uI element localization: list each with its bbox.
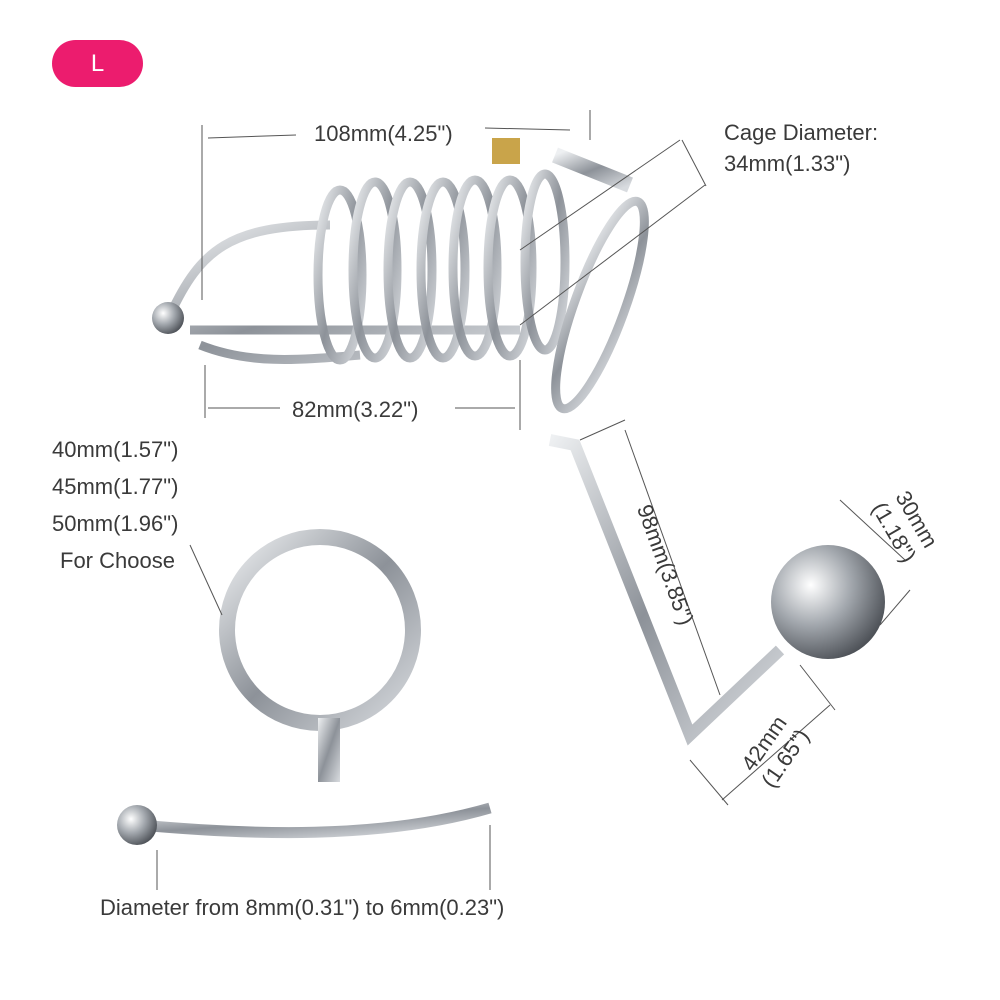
cage-diameter-label: Cage Diameter: <box>724 120 879 145</box>
ring-option: 40mm(1.57") <box>52 437 179 462</box>
base-ring <box>219 529 421 731</box>
cage-diameter-value: 34mm(1.33") <box>724 151 851 176</box>
catheter-diameter-label: Diameter from 8mm(0.31") to 6mm(0.23") <box>100 895 505 920</box>
ring-choose-label: For Choose <box>60 548 175 573</box>
catheter <box>139 802 492 839</box>
ring-option: 45mm(1.77") <box>52 474 179 499</box>
anal-hook <box>548 434 785 746</box>
dimension-lines <box>156 110 911 890</box>
padlock <box>492 138 520 164</box>
catheter-ball <box>117 805 157 845</box>
ring-connector <box>318 718 340 782</box>
cage-length-label: 108mm(4.25") <box>314 121 453 146</box>
cage-tip-ball <box>152 302 184 334</box>
ring-option: 50mm(1.96") <box>52 511 179 536</box>
cage <box>165 147 649 414</box>
cage-inner-length-label: 82mm(3.22") <box>292 397 419 422</box>
size-badge: L <box>52 40 143 87</box>
hook-ball <box>771 545 885 659</box>
